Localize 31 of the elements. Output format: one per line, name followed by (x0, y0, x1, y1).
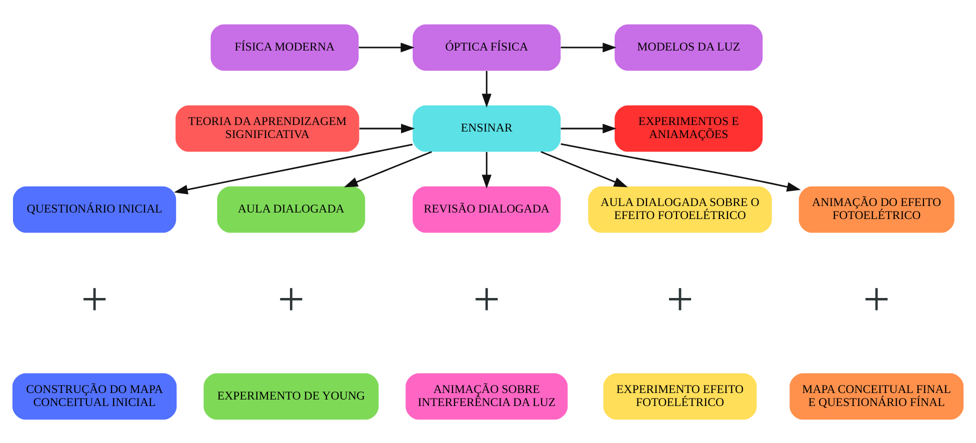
arrow (482, 70, 492, 108)
node-box: MODELOS DA LUZ (614, 24, 763, 70)
arrow (344, 150, 432, 187)
arrow (540, 150, 628, 187)
node-box: CONSTRUÇÃO DO MAPA CONCEITUAL INICIAL (12, 372, 177, 420)
node-box: ANIMAÇÃO SOBRE INTERFERÊNCIA DA LUZ (406, 372, 568, 420)
node-box: QUESTIONÁRIO INICIAL (12, 186, 176, 232)
node-box: ANIMAÇÃO DO EFEITO FOTOELÉTRICO (798, 186, 954, 232)
label: + (666, 274, 694, 326)
node-box: EXPERIMENTO DE YOUNG (204, 372, 379, 420)
arrow (560, 142, 801, 192)
node-box: ÓPTICA FÍSICA (412, 24, 561, 70)
label: + (473, 274, 500, 326)
arrow (359, 123, 415, 133)
node-box: ENSINAR (412, 104, 561, 152)
arrow (174, 143, 413, 194)
node-box: EXPERIMENTO EFEITO FOTOELÉTRICO (603, 372, 757, 420)
label: + (863, 274, 890, 326)
label: + (278, 274, 305, 326)
arrow (560, 123, 617, 133)
node-box: AULA DIALOGADA SOBRE O EFEITO FOTOELÉTRICO (588, 186, 772, 232)
node-box: FÍSICA MODERNA (210, 24, 359, 70)
node-box: EXPERIMENTOS E ANIAMAÇÕES (614, 104, 763, 152)
node-box: AULA DIALOGADA (217, 186, 366, 232)
node-box: REVISÃO DIALOGADA (412, 186, 561, 232)
node-box: MAPA CONCEITUAL FINAL E QUESTIONÁRIO FÍNAL (790, 372, 964, 420)
label: + (81, 274, 108, 326)
arrow (482, 152, 492, 188)
arrow (358, 42, 415, 52)
node-box: TEORIA DA APRENDIZAGEM SIGNIFICATIVA (176, 104, 360, 152)
arrow (560, 42, 617, 52)
